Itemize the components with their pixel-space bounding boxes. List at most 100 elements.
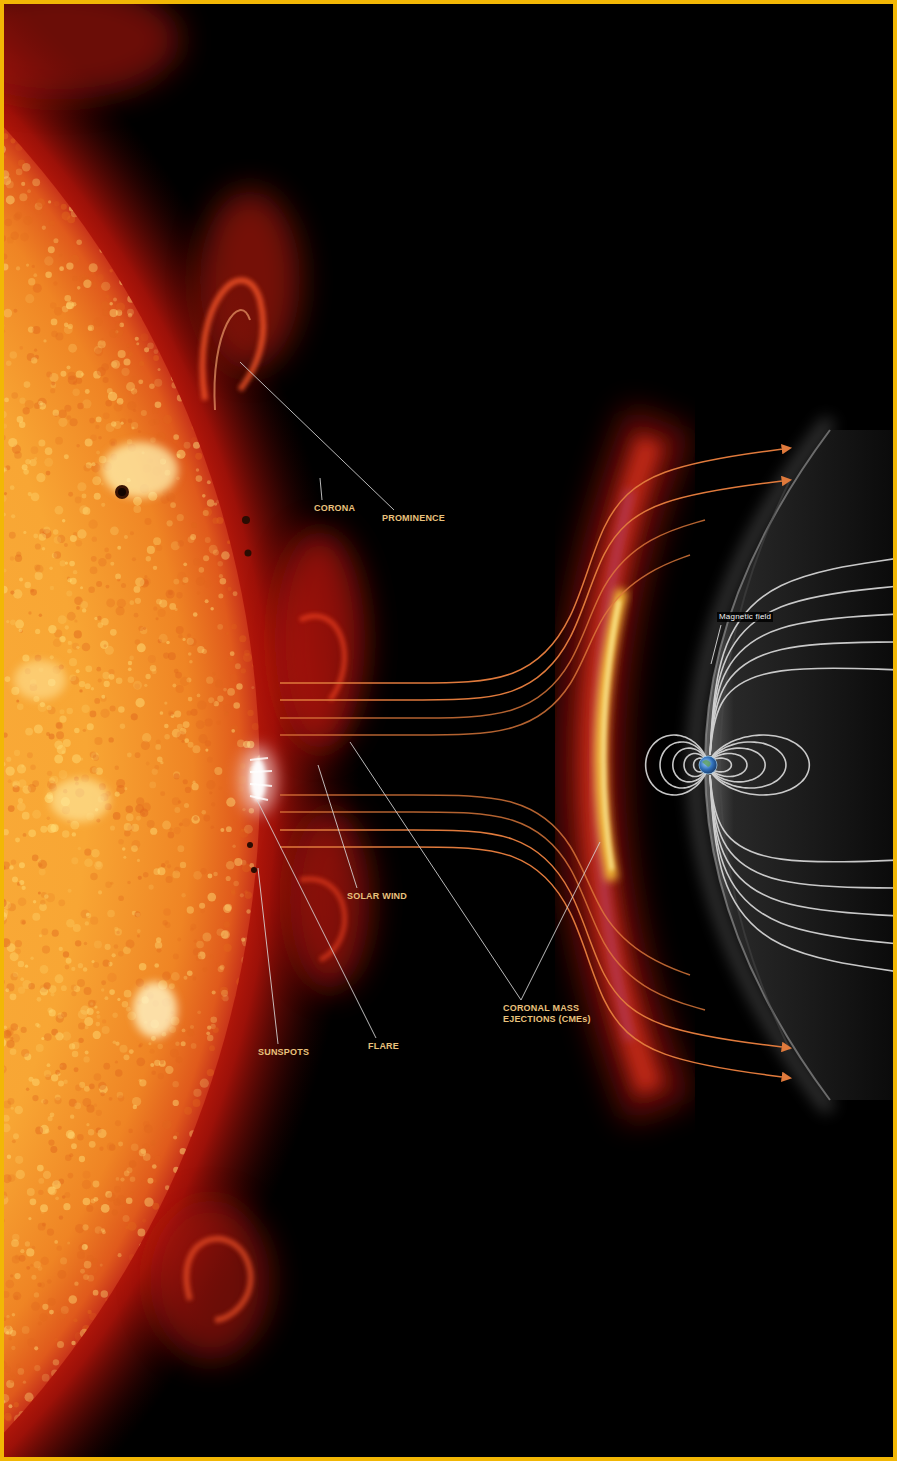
granule bbox=[283, 1169, 292, 1178]
granule bbox=[156, 617, 159, 620]
granule bbox=[292, 169, 301, 178]
granule bbox=[48, 625, 56, 633]
granule bbox=[65, 159, 73, 167]
granule bbox=[13, 70, 19, 76]
granule bbox=[6, 1315, 9, 1318]
granule bbox=[184, 1369, 187, 1372]
granule bbox=[170, 300, 177, 307]
granule bbox=[57, 1246, 62, 1251]
granule bbox=[164, 105, 168, 109]
granule bbox=[196, 1349, 204, 1357]
granule bbox=[94, 1104, 97, 1107]
granule bbox=[294, 1074, 302, 1082]
granule bbox=[83, 207, 90, 214]
granule bbox=[291, 481, 300, 490]
granule bbox=[254, 1302, 263, 1311]
granule bbox=[185, 1321, 189, 1325]
granule bbox=[152, 216, 159, 223]
granule bbox=[149, 1371, 157, 1379]
granule bbox=[76, 132, 80, 136]
granule bbox=[138, 379, 143, 384]
granule bbox=[210, 1091, 218, 1099]
granule bbox=[63, 951, 69, 957]
granule bbox=[265, 525, 271, 531]
granule bbox=[189, 1375, 193, 1379]
granule bbox=[48, 200, 51, 203]
granule bbox=[140, 333, 148, 341]
granule bbox=[250, 150, 256, 156]
granule bbox=[259, 1181, 267, 1189]
granule bbox=[280, 499, 285, 504]
granule bbox=[143, 1153, 151, 1161]
granule bbox=[173, 1100, 179, 1106]
granule bbox=[66, 1130, 75, 1139]
granule bbox=[286, 40, 291, 45]
granule bbox=[178, 9, 185, 16]
granule bbox=[19, 1411, 25, 1417]
granule bbox=[30, 765, 36, 771]
granule bbox=[278, 324, 283, 329]
granule bbox=[166, 493, 175, 502]
granule bbox=[50, 655, 54, 659]
granule bbox=[124, 823, 132, 831]
granule bbox=[225, 460, 233, 468]
granule bbox=[191, 425, 196, 430]
granule bbox=[23, 833, 27, 837]
granule bbox=[241, 1242, 250, 1251]
granule bbox=[15, 1156, 23, 1164]
granule bbox=[147, 342, 154, 349]
granule bbox=[36, 473, 45, 482]
granule bbox=[238, 214, 243, 219]
granule bbox=[248, 213, 256, 221]
granule bbox=[126, 939, 135, 948]
granule bbox=[102, 310, 108, 316]
granule bbox=[168, 152, 175, 159]
granule bbox=[180, 1353, 183, 1356]
granule bbox=[259, 290, 265, 296]
granule bbox=[10, 590, 14, 594]
granule bbox=[295, 134, 299, 138]
granule bbox=[107, 1317, 113, 1323]
granule bbox=[142, 1424, 149, 1431]
granule bbox=[269, 420, 277, 428]
granule bbox=[186, 710, 191, 715]
granule bbox=[185, 60, 189, 64]
granule bbox=[3, 309, 12, 318]
granule bbox=[74, 1281, 78, 1285]
granule bbox=[191, 62, 200, 71]
granule bbox=[203, 1387, 206, 1390]
granule bbox=[261, 15, 266, 20]
granule bbox=[58, 1126, 62, 1130]
granule bbox=[60, 560, 66, 566]
granule bbox=[139, 963, 147, 971]
granule bbox=[18, 987, 25, 994]
granule bbox=[187, 1151, 190, 1154]
granule bbox=[85, 1051, 89, 1055]
granule bbox=[228, 656, 233, 661]
granule bbox=[236, 977, 245, 986]
granule bbox=[252, 297, 261, 306]
granule bbox=[182, 638, 185, 641]
granule bbox=[103, 1430, 109, 1436]
granule bbox=[121, 583, 126, 588]
granule bbox=[217, 1150, 225, 1158]
granule bbox=[48, 1116, 53, 1121]
granule bbox=[197, 1217, 203, 1223]
granule bbox=[118, 350, 126, 358]
granule bbox=[109, 439, 117, 447]
granule bbox=[197, 701, 206, 710]
granule bbox=[68, 1295, 77, 1304]
granule bbox=[91, 556, 97, 562]
granule bbox=[106, 12, 113, 19]
granule bbox=[217, 149, 225, 157]
granule bbox=[148, 655, 156, 663]
granule bbox=[71, 1143, 77, 1149]
granule bbox=[88, 165, 96, 173]
granule bbox=[193, 87, 200, 94]
granule bbox=[82, 399, 91, 408]
granule bbox=[140, 1413, 146, 1419]
granule bbox=[92, 33, 98, 39]
granule bbox=[57, 57, 65, 65]
granule bbox=[285, 1338, 289, 1342]
granule bbox=[59, 715, 66, 722]
